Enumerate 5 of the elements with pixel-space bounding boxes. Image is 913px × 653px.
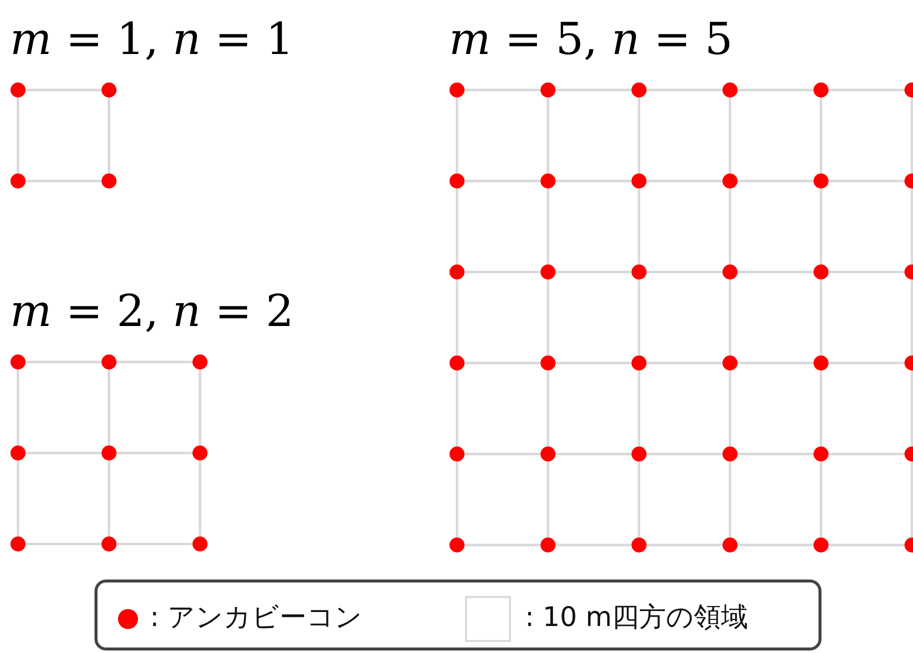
legend-text: : アンカビーコン — [150, 604, 363, 631]
parameter-label: m = 1, n = 1 — [10, 18, 294, 62]
parameter-label: m = 5, n = 5 — [449, 18, 733, 62]
parameter-label: m = 2, n = 2 — [10, 290, 294, 334]
legend-text: : 10 m四方の領域 — [525, 604, 748, 631]
